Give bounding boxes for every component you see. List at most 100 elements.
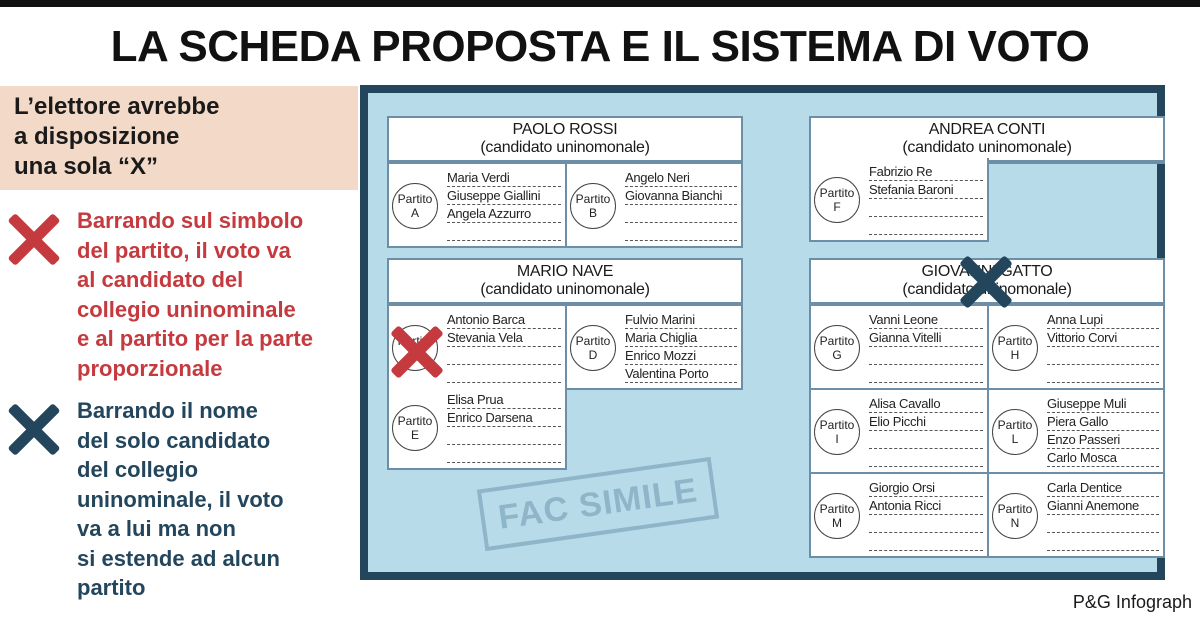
candidate-header[interactable]: ANDREA CONTI (candidato uninomonale) xyxy=(811,118,1163,162)
list-candidate: Stefania Baroni xyxy=(869,181,983,199)
candidate-name: ANDREA CONTI xyxy=(928,121,1046,138)
party-letter: M xyxy=(832,516,842,530)
party-list: Anna Lupi Vittorio Corvi xyxy=(1047,311,1159,383)
list-candidate xyxy=(869,217,983,235)
blue-x-icon xyxy=(6,402,62,458)
candidate-block-paolo-rossi: PAOLO ROSSI (candidato uninomonale) Part… xyxy=(387,116,743,248)
top-rule xyxy=(0,0,1200,7)
legend-line: uninominale, il voto xyxy=(77,486,284,512)
candidate-vote-mark-icon xyxy=(956,252,1016,312)
list-candidate: Valentina Porto xyxy=(625,365,737,383)
party-letter: G xyxy=(832,348,842,362)
legend-line: del solo candidato xyxy=(77,427,271,453)
list-candidate: Elio Picchi xyxy=(869,413,983,431)
legend-candidate-vote-text: Barrando il nome del solo candidato del … xyxy=(77,396,367,603)
list-candidate: Maria Verdi xyxy=(447,169,561,187)
list-candidate: Carla Dentice xyxy=(1047,479,1159,497)
party-letter: F xyxy=(833,200,841,214)
list-candidate: Giorgio Orsi xyxy=(869,479,983,497)
list-candidate: Vittorio Corvi xyxy=(1047,329,1159,347)
list-candidate: Giuseppe Giallini xyxy=(447,187,561,205)
intro-line: a disposizione xyxy=(14,123,180,150)
party-prefix: Partito xyxy=(997,418,1033,432)
legend-line: del partito, il voto va xyxy=(77,237,291,263)
candidate-subtitle: (candidato uninomonale) xyxy=(480,281,650,298)
legend-line: Barrando sul simbolo xyxy=(77,208,304,233)
legend-line: al candidato del xyxy=(77,267,244,292)
list-candidate: Enrico Mozzi xyxy=(625,347,737,365)
list-candidate: Angela Azzurro xyxy=(447,205,561,223)
party-prefix: Partito xyxy=(575,334,611,348)
list-candidate xyxy=(869,515,983,533)
candidate-subtitle: (candidato uninomonale) xyxy=(902,139,1072,156)
party-list: Carla Dentice Gianni Anemone xyxy=(1047,479,1159,551)
candidate-subtitle: (candidato uninomonale) xyxy=(480,139,650,156)
party-list: Maria Verdi Giuseppe Giallini Angela Azz… xyxy=(447,169,561,241)
list-candidate xyxy=(869,431,983,449)
intro-box: L’elettore avrebbe a disposizione una so… xyxy=(0,86,358,190)
list-candidate: Antonio Barca xyxy=(447,311,561,329)
list-candidate: Giuseppe Muli xyxy=(1047,395,1159,413)
candidate-header[interactable]: PAOLO ROSSI (candidato uninomonale) xyxy=(389,118,741,162)
party-letter: L xyxy=(1011,432,1019,446)
legend-line: partito xyxy=(77,575,146,600)
intro-line: una sola “X” xyxy=(14,153,159,180)
party-list: Antonio Barca Stevania Vela xyxy=(447,311,561,383)
list-candidate xyxy=(625,223,737,241)
party-prefix: Partito xyxy=(819,502,855,516)
party-prefix: Partito xyxy=(819,186,855,200)
candidate-header[interactable]: MARIO NAVE (candidato uninomonale) xyxy=(389,260,741,304)
list-candidate: Giovanna Bianchi xyxy=(625,187,737,205)
legend-line: si estende ad alcun xyxy=(77,545,280,571)
party-vote-mark-icon xyxy=(387,322,447,382)
list-candidate xyxy=(1047,365,1159,383)
party-prefix: Partito xyxy=(397,192,433,206)
list-candidate xyxy=(869,449,983,467)
list-candidate: Gianni Anemone xyxy=(1047,497,1159,515)
list-candidate: Elisa Prua xyxy=(447,391,561,409)
list-candidate: Piera Gallo xyxy=(1047,413,1159,431)
party-list: Fabrizio Re Stefania Baroni xyxy=(869,163,983,235)
list-candidate xyxy=(869,199,983,217)
list-candidate: Vanni Leone xyxy=(869,311,983,329)
party-list: Fulvio Marini Maria Chiglia Enrico Mozzi… xyxy=(625,311,737,383)
party-prefix: Partito xyxy=(997,334,1033,348)
list-candidate xyxy=(447,365,561,383)
list-candidate: Fabrizio Re xyxy=(869,163,983,181)
intro-line: L’elettore avrebbe xyxy=(14,93,220,120)
list-candidate xyxy=(1047,515,1159,533)
list-candidate xyxy=(447,445,561,463)
candidate-block-andrea-conti: ANDREA CONTI (candidato uninomonale) xyxy=(809,116,1165,164)
list-candidate xyxy=(447,427,561,445)
party-prefix: Partito xyxy=(397,414,433,428)
list-candidate: Antonia Ricci xyxy=(869,497,983,515)
